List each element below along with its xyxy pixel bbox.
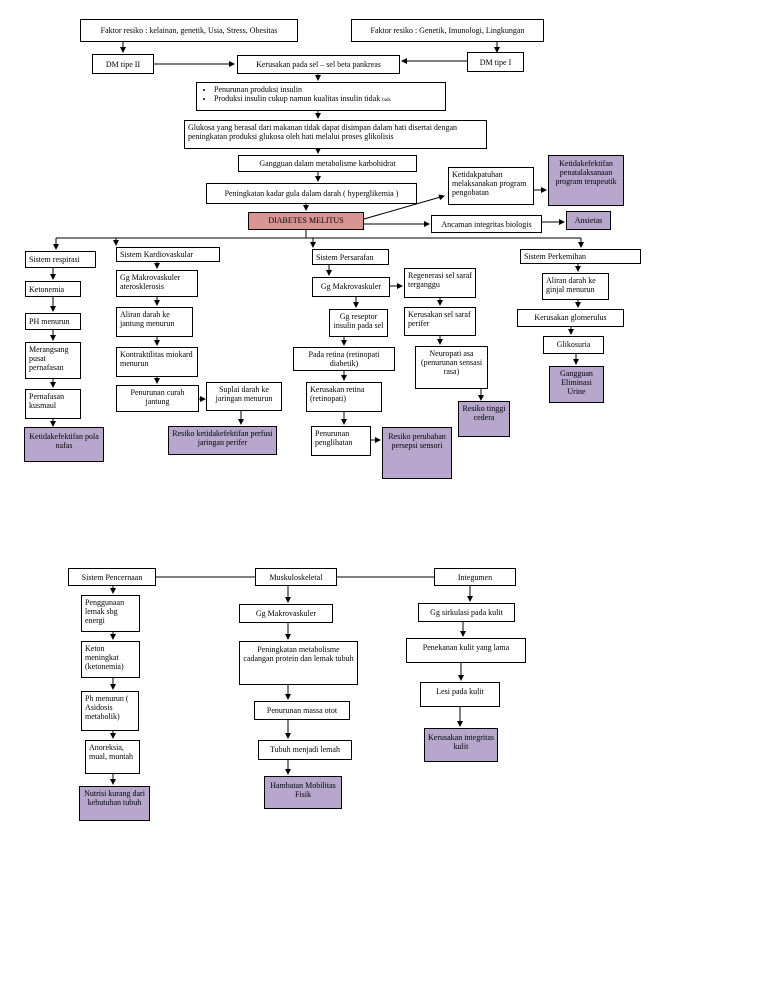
anorexia: Anoreksia, mual, muntah [85, 740, 140, 774]
ketone-increase: Keton meningkat (ketonemia) [81, 641, 140, 678]
dm-type-2: DM tipe II [92, 54, 154, 74]
vision-decrease: Penurunan penglihatan [311, 426, 371, 456]
neuropathy: Neuropati asa (penurunan sensasi rasa) [415, 346, 488, 389]
integumentary: Integumen [434, 568, 516, 586]
macro-atherosclerosis: Gg Makrovaskuler aterosklerosis [116, 270, 198, 297]
glomerulus-damage: Kerusakan glomerulus [517, 309, 624, 327]
peripheral-nerve: Kerusakan sel saraf perifer [404, 307, 476, 336]
protein-fat-metabolism: Peningkatan metabolisme cadangan protein… [239, 641, 358, 685]
dx-skin-integrity: Kerusakan integritas kulit [424, 728, 498, 762]
ph-decrease: PH menurun [25, 313, 81, 330]
fat-energy: Penggunaan lemak sbg energi [81, 595, 140, 632]
skin-lesion: Lesi pada kulit [420, 682, 500, 707]
retina-damage: Kerusakan retina (retinopati) [306, 382, 382, 412]
cardio-system: Sistem Kardiovaskular [116, 247, 220, 262]
biological-threat: Ancaman integritas biologis [431, 215, 542, 233]
cardiac-output: Penurunan curah jantung [116, 385, 199, 412]
dx-urine-elimination: Gangguan Eliminasi Urine [549, 366, 604, 403]
dx-physical-mobility: Hambatan Mobilitas Fisik [264, 776, 342, 809]
dx-nutrition: Nutrisi kurang dari kebutuhan tubuh [79, 786, 150, 821]
hyperglycemia: Peningkatan kadar gula dalam darah ( hyp… [206, 183, 417, 204]
dx-injury-risk: Resiko tinggi cedera [458, 401, 510, 437]
insulin-receptor: Gg reseptor insulin pada sel [329, 309, 388, 337]
kidney-blood-flow: Aliran darah ke ginjal menurun [542, 273, 609, 300]
contractility: Kontraktilitas miokard menurun [116, 347, 198, 377]
nervous-system: Sistem Persarafan [312, 249, 389, 265]
non-compliance: Ketidakpatuhan melaksanakan program peng… [448, 167, 534, 205]
dm-type-1: DM tipe I [467, 52, 524, 72]
carb-metabolism: Gangguan dalam metabolisme karbohidrat [238, 155, 417, 172]
dx-sensory-perception: Resiko perubahan persepsi sensori [382, 427, 452, 479]
insulin-decrease: Penurunan produksi insulin [214, 85, 442, 94]
respiratory-system: Sistem respirasi [25, 251, 96, 268]
digestive-system: Sistem Pencernaan [68, 568, 156, 586]
dx-therapeutic-program: Ketidakefektifan penatalaksanaan program… [548, 155, 624, 206]
glycosuria: Glikosuria [543, 336, 604, 354]
macrovascular-musculo: Gg Makrovaskuler [239, 604, 333, 623]
urinary-system: Sistem Perkemihan [520, 249, 641, 264]
muscle-mass: Penurunan massa otot [254, 701, 350, 720]
musculoskeletal: Muskuloskeletal [255, 568, 337, 586]
dx-breathing-pattern: Ketidakefektifan pola nafas [24, 427, 104, 462]
risk-factor-type1: Faktor resiko : Genetik, Imunologi, Ling… [351, 19, 544, 42]
glucose-box: Glukosa yang berasal dari makanan tidak … [184, 120, 487, 149]
beta-cell-damage: Kerusakan pada sel – sel beta pankreas [237, 55, 400, 74]
risk-factor-type2: Faktor resiko : kelainan, genetik, Usia,… [80, 19, 298, 42]
kussmaul: Pernafasan kusmaul [25, 389, 81, 419]
skin-circulation: Gg sirkulasi pada kulit [418, 603, 515, 622]
skin-pressure: Penekanan kulit yang lama [406, 638, 526, 663]
dx-tissue-perfusion: Resiko ketidakefektifan perfusi jaringan… [168, 426, 277, 455]
nerve-regeneration: Regenerasi sel saraf terganggu [404, 268, 476, 298]
metabolic-acidosis: Ph menurun ( Asidosis metabolik) [81, 691, 139, 731]
diabetes-melitus: DIABETES MELITUS [248, 212, 364, 230]
insulin-quality: Produksi insulin cukup namun kualitas in… [214, 94, 442, 105]
dx-anxiety: Ansietas [566, 211, 611, 230]
tissue-supply: Suplai darah ke jaringan menurun [206, 382, 282, 411]
macrovascular-nerve: Gg Makrovaskuler [312, 277, 390, 297]
respiratory-center: Merangsang pusat pernafasan [25, 342, 81, 379]
blood-flow-heart: Aliran darah ke jantung menurun [116, 307, 193, 337]
insulin-box: Penurunan produksi insulin Produksi insu… [196, 82, 446, 111]
ketonemia: Ketonemia [25, 281, 81, 297]
retinopathy: Pada retina (retinopati diabetik) [293, 347, 395, 371]
body-weak: Tubuh menjadi lemah [258, 740, 352, 760]
